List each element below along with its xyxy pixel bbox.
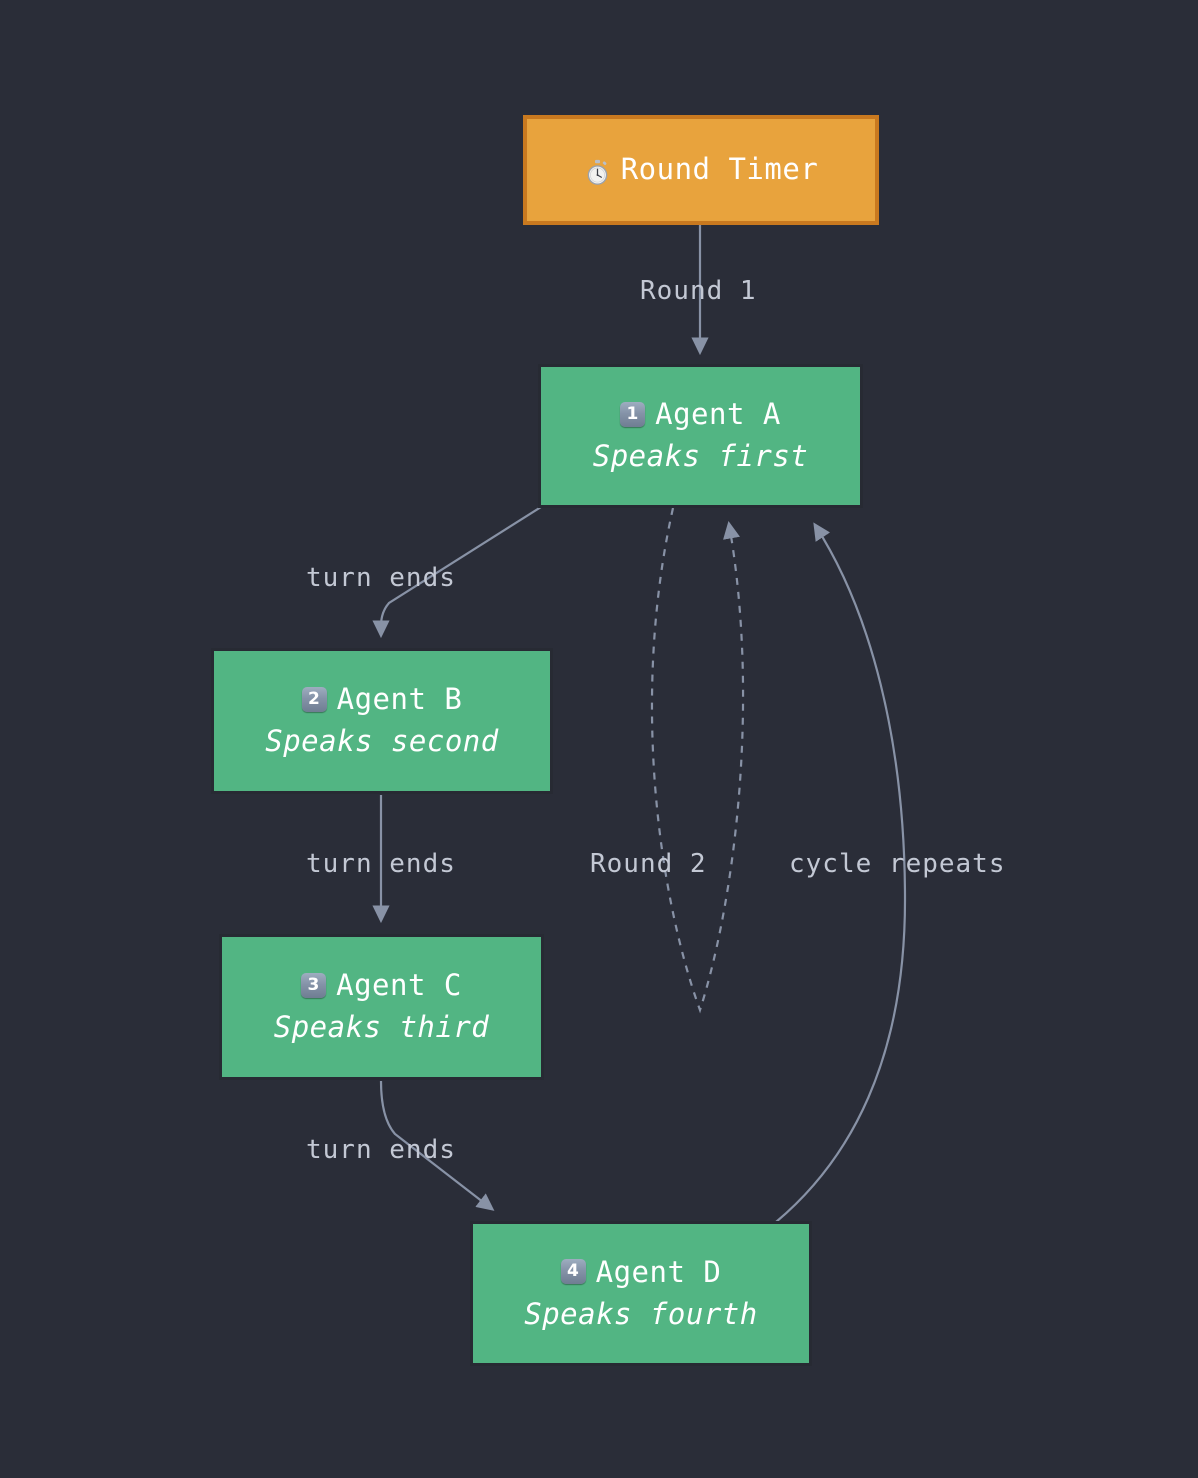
edge-label-turn-ends-bc: turn ends — [306, 849, 456, 879]
edge-label-cycle-repeats: cycle repeats — [789, 849, 1006, 879]
node-agent-c-subtitle: Speaks third — [273, 1010, 490, 1044]
node-agent-a-label: Agent A — [655, 397, 781, 432]
number-badge-4-icon: 4 — [560, 1259, 586, 1285]
edge-agent-a-self-loop — [650, 507, 745, 1014]
node-round-timer-label: Round Timer — [620, 152, 819, 187]
node-agent-b-subtitle: Speaks second — [265, 724, 499, 758]
node-agent-c-title: 3 Agent C — [301, 967, 462, 1005]
stopwatch-icon — [584, 158, 611, 185]
node-agent-d-title: 4 Agent D — [560, 1254, 722, 1292]
node-agent-d-subtitle: Speaks fourth — [524, 1296, 758, 1331]
number-badge-2-icon: 2 — [301, 686, 327, 712]
node-agent-b-title: 2 Agent B — [301, 681, 463, 719]
number-badge-3-icon: 3 — [301, 972, 327, 998]
number-badge-1-icon: 1 — [620, 401, 646, 427]
edge-label-turn-ends-cd: turn ends — [306, 1135, 456, 1165]
node-agent-c[interactable]: 3 Agent C Speaks third — [219, 934, 544, 1080]
node-agent-b[interactable]: 2 Agent B Speaks second — [211, 648, 553, 794]
node-agent-b-label: Agent B — [336, 682, 463, 717]
node-agent-c-label: Agent C — [336, 968, 462, 1003]
node-agent-a[interactable]: 1 Agent A Speaks first — [538, 364, 863, 508]
node-agent-d[interactable]: 4 Agent D Speaks fourth — [470, 1221, 812, 1366]
node-round-timer-title: Round Timer — [584, 151, 819, 189]
edge-label-turn-ends-ab: turn ends — [306, 563, 456, 593]
edge-label-round-2: Round 2 — [590, 849, 707, 879]
node-round-timer[interactable]: Round Timer — [523, 115, 879, 225]
edge-label-round-1: Round 1 — [640, 276, 757, 306]
node-agent-a-title: 1 Agent A — [620, 396, 781, 434]
node-agent-a-subtitle: Speaks first — [592, 439, 809, 473]
node-agent-d-label: Agent D — [595, 1254, 722, 1289]
